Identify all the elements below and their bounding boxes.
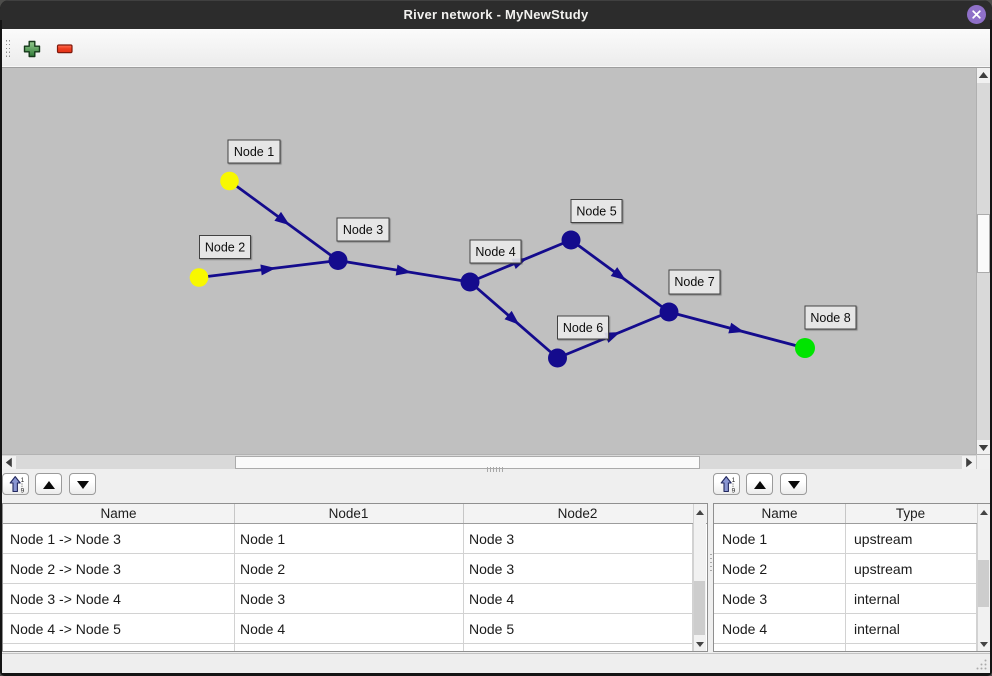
svg-text:1: 1 (21, 477, 25, 484)
svg-text:9: 9 (732, 488, 736, 494)
svg-text:Node 4: Node 4 (475, 245, 515, 259)
svg-text:Node 6: Node 6 (563, 321, 603, 335)
svg-text:9: 9 (21, 488, 25, 494)
svg-text:Node 8: Node 8 (810, 311, 850, 325)
svg-text:Node 2: Node 2 (205, 241, 245, 255)
svg-text:1: 1 (732, 477, 736, 484)
svg-text:Node 3: Node 3 (343, 223, 383, 237)
svg-text:Node 5: Node 5 (576, 205, 616, 219)
svg-text:Node 7: Node 7 (674, 275, 714, 289)
svg-text:Node 1: Node 1 (234, 145, 274, 159)
